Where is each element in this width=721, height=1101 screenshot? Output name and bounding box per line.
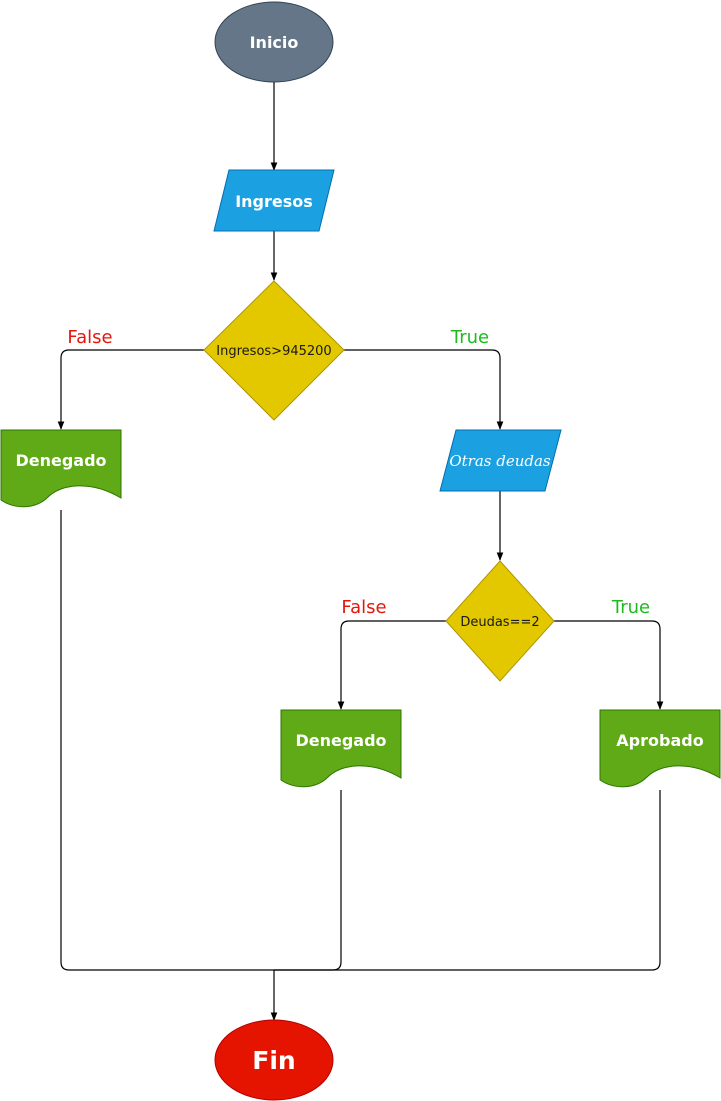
output-denegado-1-node[interactable]: Denegado [0,429,122,508]
decision-deudas-label: Deudas==2 [460,615,539,630]
edge-aprobado-to-merge [274,790,661,971]
output-aprobado-node[interactable]: Aprobado [599,709,721,788]
input-ingresos-node[interactable]: Ingresos [213,169,335,232]
edge-decision-ingresos-false [57,349,205,430]
output-aprobado-label: Aprobado [616,731,703,750]
start-node[interactable]: Inicio [214,1,334,83]
start-label: Inicio [250,33,299,52]
edge-denegado-1-to-merge [60,510,274,971]
input-ingresos-label: Ingresos [235,192,313,211]
connectors [57,82,664,1021]
branch-label-deudas-true: True [611,597,650,618]
branch-label-ingresos-true: True [450,327,489,348]
output-denegado-2-label: Denegado [295,731,386,750]
decision-ingresos-node[interactable]: Ingresos>945200 [203,280,345,421]
decision-ingresos-label: Ingresos>945200 [216,344,331,359]
edge-decision-deudas-false [337,620,446,710]
end-label: Fin [252,1046,295,1075]
branch-label-ingresos-false: False [67,327,112,348]
end-node[interactable]: Fin [214,1019,334,1101]
input-otras-deudas-node[interactable]: Otras deudas [439,429,562,492]
edge-denegado-2-to-merge [274,790,342,971]
decision-deudas-node[interactable]: Deudas==2 [445,560,555,682]
input-otras-deudas-label: Otras deudas [449,452,551,470]
output-denegado-2-node[interactable]: Denegado [280,709,402,788]
edge-decision-deudas-true [554,620,664,710]
branch-label-deudas-false: False [341,597,386,618]
edge-decision-ingresos-true [343,349,504,430]
output-denegado-1-label: Denegado [15,451,106,470]
